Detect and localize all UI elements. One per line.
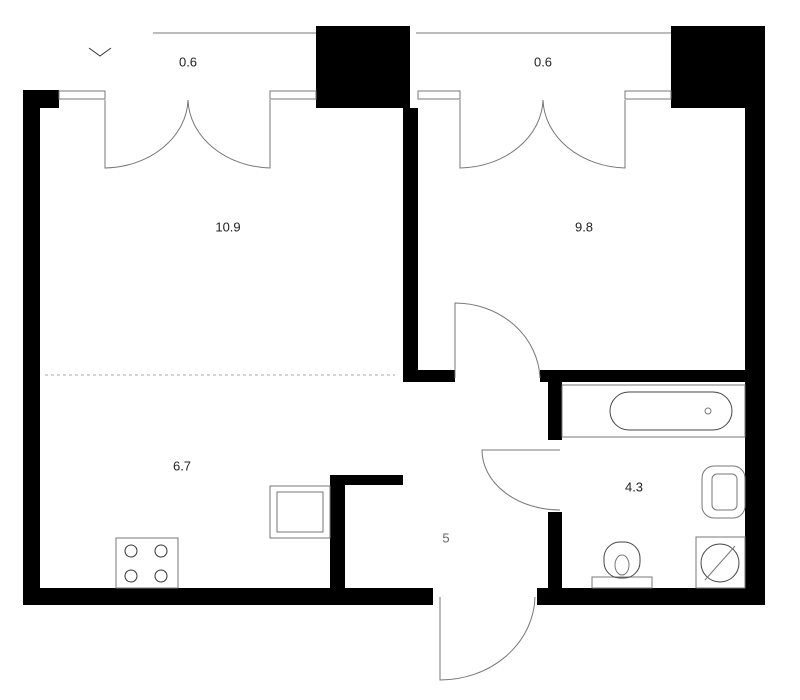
door-right-leaf — [542, 99, 626, 169]
wall-kitchen — [330, 475, 345, 590]
bathroom-door — [481, 449, 561, 511]
bedroom-door — [454, 302, 541, 379]
washing-machine-drum — [700, 543, 740, 583]
wall-bath-lower — [548, 512, 562, 592]
stove — [115, 537, 179, 589]
area-balcony-right: 0.6 — [533, 54, 553, 70]
window — [269, 90, 317, 100]
wall-bottom-left — [23, 588, 433, 605]
washbasin — [701, 465, 746, 519]
wall-partition-h1 — [403, 370, 455, 382]
washing-machine-mark — [704, 545, 736, 581]
stove-burners — [124, 544, 168, 583]
wall-bottom-right — [537, 588, 765, 605]
toilet-seat — [614, 554, 630, 576]
wall-left — [23, 90, 40, 605]
column-middle — [316, 26, 410, 108]
washbasin-bowl — [711, 473, 738, 511]
kitchen-sink — [269, 485, 331, 539]
area-living-room: 10.9 — [215, 219, 241, 235]
chevron-down-icon — [88, 47, 112, 57]
area-bathroom: 4.3 — [624, 479, 644, 495]
area-hallway: 5 — [442, 530, 450, 546]
toilet-tank — [591, 576, 653, 589]
window — [417, 90, 461, 100]
kitchen-sink-bowl — [276, 491, 324, 533]
entrance-door — [439, 596, 536, 681]
door-left-leaf — [104, 99, 189, 169]
wall-kitchen-top — [330, 475, 403, 485]
wall-partition — [403, 108, 418, 382]
fixtures — [45, 32, 746, 681]
wall-partition-h2 — [540, 370, 765, 382]
wall-bath-upper — [548, 380, 562, 440]
area-balcony-left: 0.6 — [178, 54, 198, 70]
wall-stub — [23, 90, 59, 108]
washing-machine — [695, 536, 746, 589]
column-right — [671, 26, 765, 108]
window — [624, 90, 672, 100]
window — [58, 90, 106, 100]
door-left-leaf — [187, 99, 271, 169]
area-bedroom: 9.8 — [574, 219, 594, 235]
door-right-leaf — [459, 99, 544, 169]
bathtub-drain — [704, 407, 712, 415]
area-kitchen: 6.7 — [172, 458, 192, 474]
walls — [23, 26, 765, 605]
bathtub — [609, 391, 733, 431]
toilet — [603, 541, 641, 579]
bathtub-frame — [561, 384, 746, 438]
wall-right — [745, 90, 765, 605]
